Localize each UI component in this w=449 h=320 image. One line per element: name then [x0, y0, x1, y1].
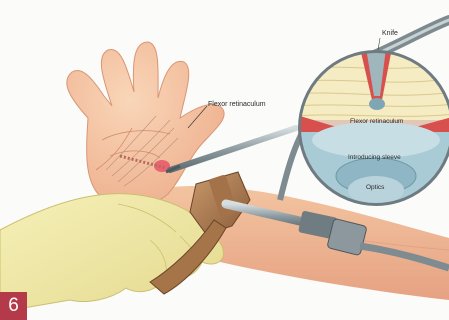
figure-number-badge: 6	[0, 292, 27, 320]
inset-flexor-retinaculum-label: Flexor retinaculum	[350, 118, 403, 125]
knife-label: Knife	[382, 30, 398, 37]
optics-label: Optics	[366, 184, 384, 191]
introducing-sleeve-label: Introducing sleeve	[348, 154, 401, 161]
flexor-retinaculum-label: Flexor retinaculum	[208, 101, 266, 108]
